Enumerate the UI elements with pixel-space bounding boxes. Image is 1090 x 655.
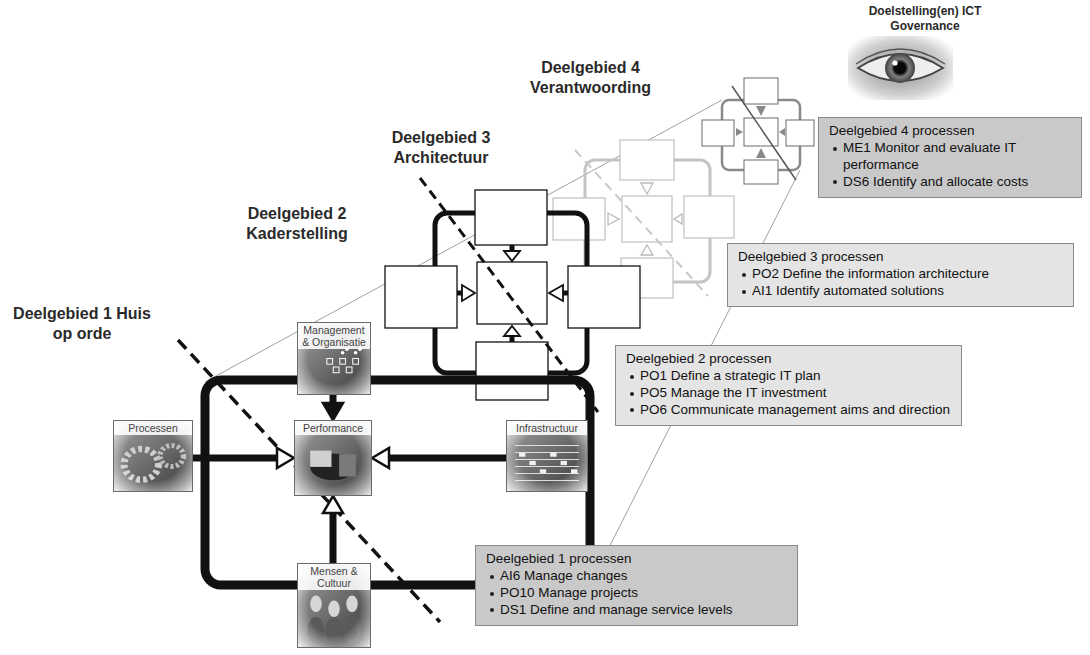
layer-3-figure bbox=[641, 183, 653, 194]
layer-2-figure bbox=[475, 190, 547, 245]
box-label: Management & Organisatie bbox=[298, 323, 370, 349]
arrow-connector bbox=[193, 448, 294, 468]
photo-picture bbox=[295, 421, 371, 495]
photo-box: Infrastructuur bbox=[506, 420, 588, 492]
photo-picture bbox=[507, 421, 587, 491]
layer-4-figure bbox=[736, 106, 785, 158]
area-heading: Deelgebied 2 Kaderstelling bbox=[228, 204, 366, 243]
layer-4-figure bbox=[732, 86, 796, 180]
layer-3-figure bbox=[608, 183, 682, 255]
arrow-connector bbox=[372, 448, 506, 468]
layer-2-figure bbox=[462, 285, 475, 301]
box-label: Processen bbox=[114, 421, 192, 435]
process-heading: Deelgebied 1 processen bbox=[486, 551, 787, 568]
layer-4-figure bbox=[702, 120, 734, 146]
process-heading: Deelgebied 4 processen bbox=[829, 123, 1071, 140]
layer-2-figure bbox=[504, 326, 520, 336]
process-item: PO6 Communicate management aims and dire… bbox=[626, 402, 951, 419]
photo-box: Performance bbox=[294, 420, 372, 496]
layer-3-figure bbox=[620, 140, 674, 180]
arrow-stem bbox=[330, 512, 337, 563]
eye-picture bbox=[848, 36, 953, 100]
process-item: ME1 Monitor and evaluate IT performance bbox=[829, 140, 1071, 174]
layer-4-figure bbox=[786, 120, 814, 146]
layer-4-figure bbox=[702, 78, 814, 184]
process-item: AI6 Manage changes bbox=[486, 568, 787, 585]
area-heading: Deelgebied 1 Huis op orde bbox=[12, 304, 152, 343]
photo-box: Mensen & Cultuur bbox=[297, 563, 371, 648]
process-heading: Deelgebied 3 processen bbox=[738, 249, 1063, 266]
area-heading: Deelgebied 3 Architectuur bbox=[374, 128, 508, 167]
layer-3-figure bbox=[674, 214, 682, 224]
area-heading: Deelgebied 4 Verantwoording bbox=[518, 58, 663, 97]
arrow-stem bbox=[388, 455, 506, 462]
process-item: PO5 Manage the IT investment bbox=[626, 385, 951, 402]
arrow-head bbox=[372, 448, 389, 468]
photo-picture bbox=[114, 421, 192, 491]
layer-2-figure bbox=[385, 190, 640, 400]
photo-picture bbox=[114, 421, 192, 491]
eye-picture bbox=[892, 60, 897, 65]
photo-picture bbox=[298, 323, 370, 394]
arrow-head bbox=[323, 403, 343, 420]
layer-3-figure bbox=[684, 196, 734, 238]
arrow-head bbox=[277, 448, 294, 468]
layer-4-figure bbox=[756, 148, 766, 158]
layer-2-figure bbox=[477, 262, 547, 324]
box-label: Performance bbox=[295, 421, 371, 435]
layer-2-figure bbox=[549, 285, 563, 301]
photo-box: Management & Organisatie bbox=[297, 322, 371, 395]
layer-4-figure bbox=[736, 128, 743, 136]
layer-2-figure bbox=[476, 342, 548, 400]
layer-4-figure bbox=[744, 78, 778, 104]
eye-picture bbox=[848, 36, 953, 100]
layer-2-figure bbox=[462, 251, 563, 336]
arrow-stem bbox=[193, 455, 278, 462]
perspective-line bbox=[205, 100, 800, 585]
layer-4-figure bbox=[744, 118, 778, 146]
layer-3-figure bbox=[553, 198, 605, 240]
arrow-connector bbox=[323, 395, 343, 420]
layer-4-figure bbox=[779, 128, 785, 136]
layer-2-figure bbox=[385, 266, 457, 328]
layer-4-figure bbox=[744, 160, 778, 184]
photo-picture bbox=[298, 323, 370, 394]
layer-4-figure bbox=[756, 106, 766, 116]
eye-picture bbox=[885, 53, 915, 83]
photo-picture bbox=[507, 421, 587, 491]
layer-2-figure bbox=[568, 266, 640, 328]
process-item: DS1 Define and manage service levels bbox=[486, 602, 787, 619]
process-box: Deelgebied 3 processenPO2 Define the inf… bbox=[727, 243, 1074, 307]
process-item: AI1 Identify automated solutions bbox=[738, 283, 1063, 300]
box-label: Mensen & Cultuur bbox=[298, 564, 370, 590]
process-box: Deelgebied 1 processenAI6 Manage changes… bbox=[475, 545, 798, 626]
goal-label: Doelstelling(en) ICT Governance bbox=[850, 4, 1000, 33]
process-heading: Deelgebied 2 processen bbox=[626, 351, 951, 368]
layer-3-figure bbox=[608, 213, 619, 225]
process-item: DS6 Identify and allocate costs bbox=[829, 174, 1071, 191]
eye-picture bbox=[856, 49, 945, 64]
box-label: Infrastructuur bbox=[507, 421, 587, 435]
arrow-connector bbox=[323, 496, 343, 563]
photo-box: Processen bbox=[113, 420, 193, 492]
arrow-head bbox=[323, 496, 343, 513]
photo-picture bbox=[295, 421, 371, 495]
layer-3-figure bbox=[641, 245, 653, 255]
layer-3-figure bbox=[622, 196, 672, 242]
photo-picture bbox=[298, 564, 370, 647]
layer-4-figure bbox=[702, 78, 814, 184]
process-box: Deelgebied 2 processenPO1 Define a strat… bbox=[615, 345, 962, 426]
process-item: PO1 Define a strategic IT plan bbox=[626, 368, 951, 385]
process-item: PO10 Manage projects bbox=[486, 585, 787, 602]
layer-2-figure bbox=[457, 245, 568, 342]
process-item: PO2 Define the information architecture bbox=[738, 266, 1063, 283]
process-box: Deelgebied 4 processenME1 Monitor and ev… bbox=[818, 117, 1082, 198]
perspective-line bbox=[205, 100, 722, 382]
photo-picture bbox=[298, 564, 370, 647]
layer-2-figure bbox=[504, 251, 520, 261]
